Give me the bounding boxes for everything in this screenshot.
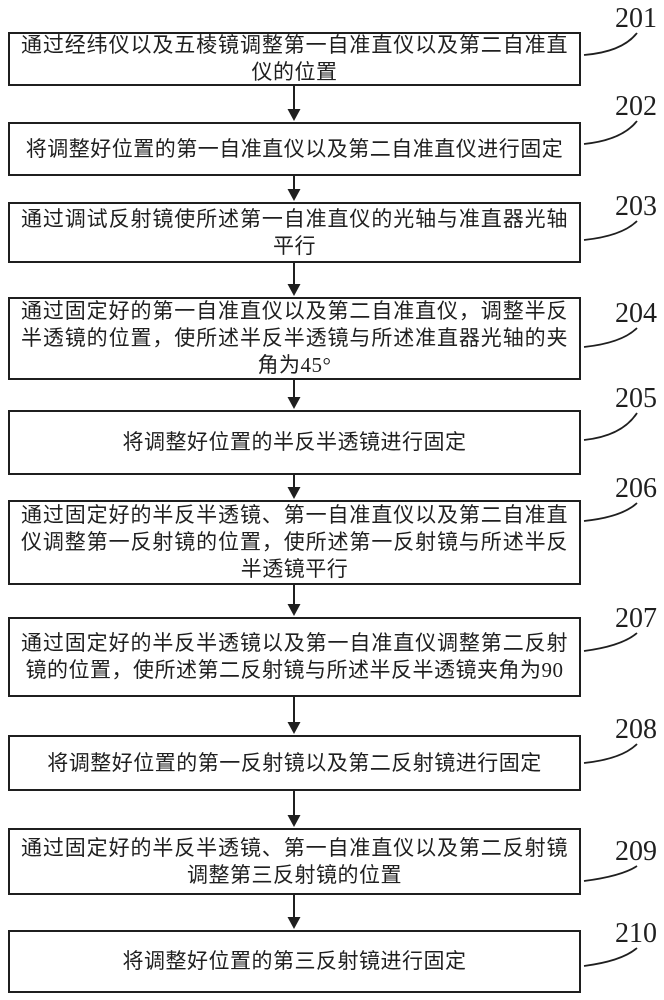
ref-connector-209 [583, 865, 638, 882]
flow-step-206: 通过固定好的半反半透镜、第一自准直仪以及第二自准直仪调整第一反射镜的位置，使所述… [8, 500, 581, 585]
flow-step-201-text: 通过经纬仪以及五棱镜调整第一自准直仪以及第二自准直仪的位置 [21, 33, 568, 84]
ref-numeral-201: 201 [615, 3, 657, 34]
flow-arrow-201-202 [287, 86, 301, 121]
flow-arrow-205-206 [287, 475, 301, 499]
flow-step-206-text: 通过固定好的半反半透镜、第一自准直仪以及第二自准直仪调整第一反射镜的位置，使所述… [21, 503, 568, 581]
ref-connector-206 [583, 502, 638, 522]
ref-numeral-202: 202 [615, 91, 657, 122]
flow-step-205: 将调整好位置的半反半透镜进行固定 [8, 410, 581, 475]
ref-connector-202 [583, 120, 638, 145]
flow-step-204-text: 通过固定好的第一自准直仪以及第二自准直仪，调整半反半透镜的位置，使所述半反半透镜… [21, 299, 568, 377]
ref-connector-210 [583, 947, 638, 967]
flow-arrow-203-204 [287, 263, 301, 296]
flow-step-203: 通过调试反射镜使所述第一自准直仪的光轴与准直器光轴平行 [8, 202, 581, 263]
flow-step-202: 将调整好位置的第一自准直仪以及第二自准直仪进行固定 [8, 122, 581, 176]
flow-step-201: 通过经纬仪以及五棱镜调整第一自准直仪以及第二自准直仪的位置 [8, 32, 581, 86]
ref-numeral-210: 210 [615, 918, 657, 949]
ref-connector-207 [583, 632, 638, 652]
ref-connector-203 [583, 220, 638, 241]
flow-arrow-204-205 [287, 380, 301, 409]
ref-connector-204 [583, 327, 638, 348]
flow-arrow-202-203 [287, 176, 301, 201]
flow-arrow-209-210 [287, 895, 301, 929]
flow-step-209-text: 通过固定好的半反半透镜、第一自准直仪以及第二反射镜调整第三反射镜的位置 [21, 835, 568, 887]
flow-step-208-text: 将调整好位置的第一反射镜以及第二反射镜进行固定 [47, 750, 542, 775]
flow-arrow-207-208 [287, 697, 301, 734]
flow-step-205-text: 将调整好位置的半反半透镜进行固定 [122, 430, 467, 454]
ref-numeral-205: 205 [615, 383, 657, 414]
flow-arrow-206-207 [287, 585, 301, 616]
ref-numeral-204: 204 [615, 298, 657, 329]
flow-step-207: 通过固定好的半反半透镜以及第一自准直仪调整第二反射镜的位置，使所述第二反射镜与所… [8, 617, 581, 697]
flow-step-209: 通过固定好的半反半透镜、第一自准直仪以及第二反射镜调整第三反射镜的位置 [8, 828, 581, 895]
ref-numeral-209: 209 [615, 836, 657, 867]
ref-numeral-207: 207 [615, 603, 657, 634]
ref-numeral-208: 208 [615, 714, 657, 745]
ref-connector-208 [583, 743, 638, 764]
ref-connector-201 [583, 32, 638, 56]
flow-step-202-text: 将调整好位置的第一自准直仪以及第二自准直仪进行固定 [25, 136, 564, 161]
flow-step-210: 将调整好位置的第三反射镜进行固定 [8, 930, 581, 993]
ref-numeral-203: 203 [615, 191, 657, 222]
flow-step-210-text: 将调整好位置的第三反射镜进行固定 [122, 949, 467, 973]
flow-step-204: 通过固定好的第一自准直仪以及第二自准直仪，调整半反半透镜的位置，使所述半反半透镜… [8, 297, 581, 380]
flow-step-207-text: 通过固定好的半反半透镜以及第一自准直仪调整第二反射镜的位置，使所述第二反射镜与所… [21, 631, 568, 682]
ref-connector-205 [583, 412, 638, 441]
flow-arrow-208-209 [287, 791, 301, 827]
flow-step-208: 将调整好位置的第一反射镜以及第二反射镜进行固定 [8, 735, 581, 791]
flow-step-203-text: 通过调试反射镜使所述第一自准直仪的光轴与准直器光轴平行 [21, 206, 568, 258]
ref-numeral-206: 206 [615, 473, 657, 504]
